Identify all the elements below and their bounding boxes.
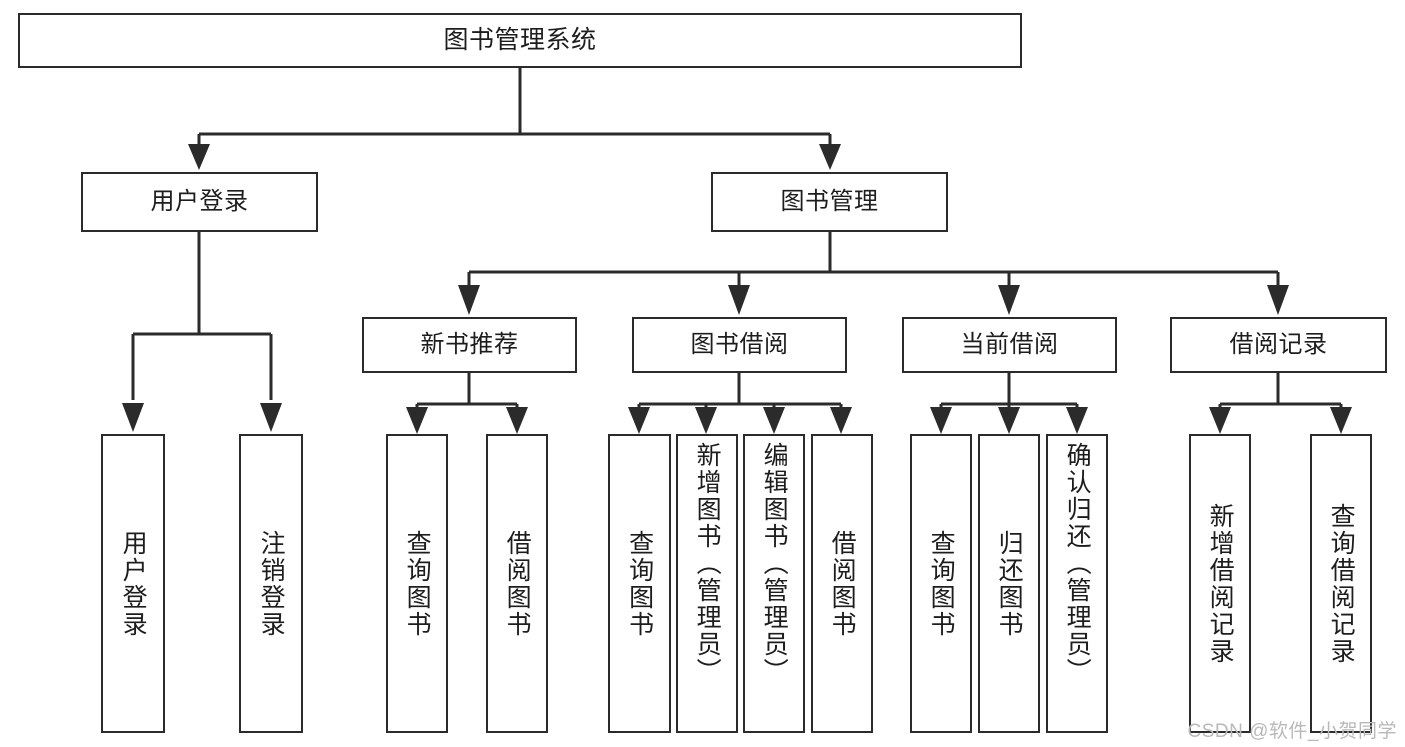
node-leaf-confirm-return-label: 确认归还（管理员） — [1063, 442, 1092, 685]
node-leaf-edit-book-label: 编辑图书（管理员） — [760, 442, 789, 685]
arrowhead-leaf-confirm-return — [1066, 407, 1088, 434]
node-leaf-borrow-book-2[interactable]: 借阅图书 — [811, 434, 873, 733]
node-new-book-recommend[interactable]: 新书推荐 — [362, 317, 577, 373]
node-book-management[interactable]: 图书管理 — [711, 172, 948, 232]
arrowhead-current-borrow — [998, 285, 1020, 315]
arrowhead-leaf-query-book-2 — [628, 407, 650, 434]
node-leaf-add-book-label: 新增图书（管理员） — [693, 442, 722, 685]
watermark: CSDN @软件_小贺同学 — [1187, 721, 1397, 742]
node-leaf-borrow-book-2-label: 借阅图书 — [828, 529, 857, 638]
node-leaf-query-book-1-label: 查询图书 — [403, 529, 432, 638]
arrowhead-book-management — [819, 144, 841, 170]
node-leaf-borrow-book-1[interactable]: 借阅图书 — [486, 434, 548, 733]
node-current-borrow-label: 当前借阅 — [960, 331, 1059, 359]
node-leaf-edit-book[interactable]: 编辑图书（管理员） — [743, 434, 805, 733]
arrowhead-leaf-add-book — [695, 407, 717, 434]
arrowhead-leaf-return-book — [998, 407, 1020, 434]
node-leaf-user-login[interactable]: 用户登录 — [101, 434, 165, 733]
node-book-borrow-label: 图书借阅 — [690, 331, 789, 359]
node-leaf-logout-login[interactable]: 注销登录 — [239, 434, 303, 733]
node-leaf-query-book-3-label: 查询图书 — [927, 529, 956, 638]
node-leaf-add-book[interactable]: 新增图书（管理员） — [676, 434, 738, 733]
arrowhead-leaf-logout-login — [260, 403, 282, 432]
node-leaf-query-book-1[interactable]: 查询图书 — [386, 434, 448, 733]
node-book-borrow[interactable]: 图书借阅 — [632, 317, 847, 373]
node-root[interactable]: 图书管理系统 — [18, 13, 1022, 68]
arrowhead-leaf-borrow-book-2 — [830, 407, 852, 434]
arrowhead-new-book-recommend — [458, 285, 480, 315]
arrowhead-leaf-edit-book — [763, 407, 785, 434]
node-leaf-user-login-label: 用户登录 — [119, 529, 148, 638]
node-new-book-recommend-label: 新书推荐 — [420, 331, 519, 359]
arrowhead-leaf-add-record — [1209, 407, 1231, 434]
arrowhead-leaf-query-book-1 — [406, 407, 428, 434]
arrowhead-leaf-query-book-3 — [930, 407, 952, 434]
node-leaf-add-record-label: 新增借阅记录 — [1206, 502, 1235, 665]
arrowhead-leaf-query-record — [1330, 407, 1352, 434]
arrowhead-borrow-record — [1267, 285, 1289, 315]
node-leaf-return-book-label: 归还图书 — [995, 529, 1024, 638]
node-leaf-borrow-book-1-label: 借阅图书 — [503, 529, 532, 638]
node-leaf-query-record-label: 查询借阅记录 — [1327, 502, 1356, 665]
arrowhead-user-login — [188, 144, 210, 170]
node-leaf-query-book-3[interactable]: 查询图书 — [910, 434, 972, 733]
node-user-login[interactable]: 用户登录 — [81, 172, 318, 232]
node-root-label: 图书管理系统 — [443, 26, 597, 54]
node-leaf-query-book-2-label: 查询图书 — [625, 529, 654, 638]
node-leaf-logout-login-label: 注销登录 — [257, 529, 286, 638]
node-leaf-add-record[interactable]: 新增借阅记录 — [1189, 434, 1251, 733]
node-book-management-label: 图书管理 — [780, 188, 879, 216]
arrowhead-book-borrow — [728, 285, 750, 315]
node-leaf-query-record[interactable]: 查询借阅记录 — [1310, 434, 1372, 733]
node-leaf-query-book-2[interactable]: 查询图书 — [608, 434, 671, 733]
node-current-borrow[interactable]: 当前借阅 — [902, 317, 1117, 373]
node-leaf-return-book[interactable]: 归还图书 — [978, 434, 1040, 733]
node-leaf-confirm-return[interactable]: 确认归还（管理员） — [1046, 434, 1108, 733]
node-borrow-record[interactable]: 借阅记录 — [1170, 317, 1387, 373]
node-user-login-label: 用户登录 — [150, 188, 249, 216]
arrowhead-leaf-borrow-book-1 — [506, 407, 528, 434]
arrowhead-leaf-user-login — [122, 403, 144, 432]
node-borrow-record-label: 借阅记录 — [1229, 331, 1328, 359]
